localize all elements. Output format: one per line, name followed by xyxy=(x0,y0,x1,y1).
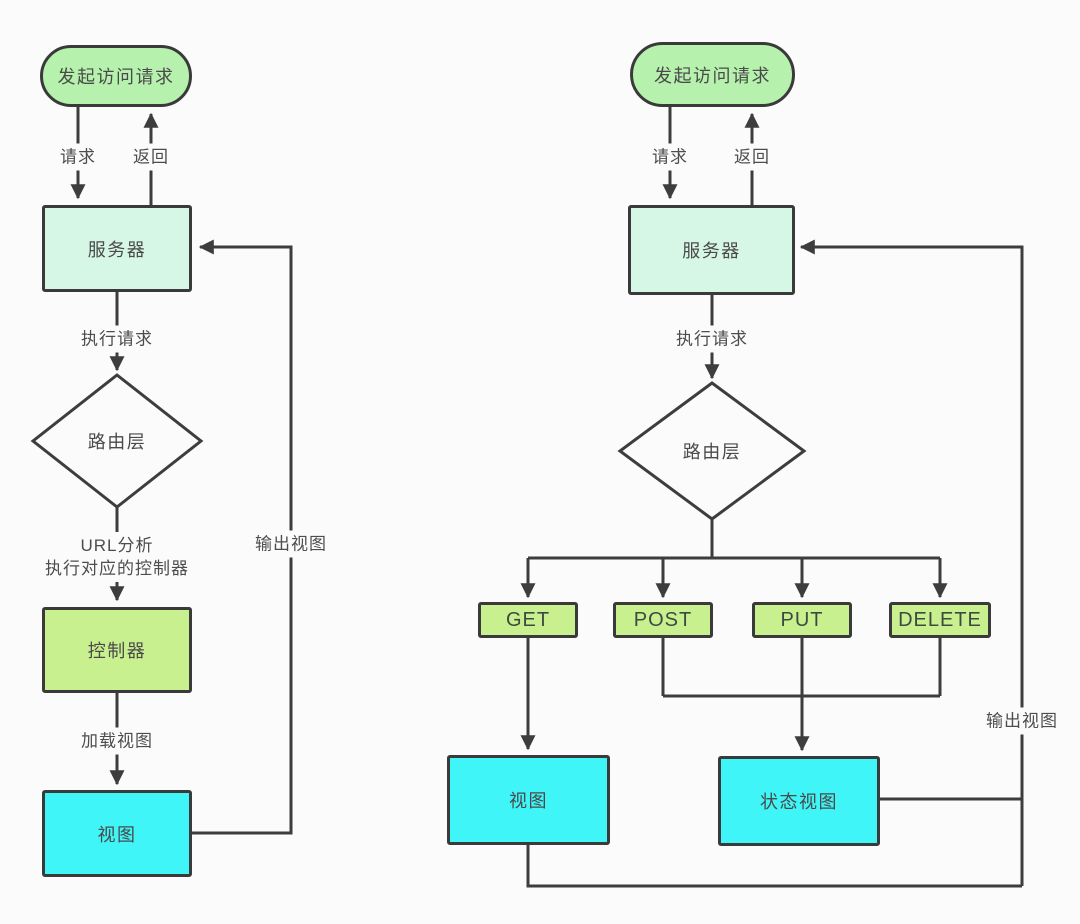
right-edge-label-output-view: 输出视图 xyxy=(981,707,1063,735)
left-edge-label-execute: 执行请求 xyxy=(76,325,158,353)
right-output-view-loop xyxy=(799,239,1024,886)
left-controller-node: 控制器 xyxy=(42,607,192,693)
right-method-put-node: PUT xyxy=(752,602,852,638)
right-edge-label-return: 返回 xyxy=(729,143,775,171)
right-server-node: 服务器 xyxy=(628,205,795,295)
left-edge-label-return: 返回 xyxy=(128,143,174,171)
right-method-post-node: POST xyxy=(613,602,713,638)
left-edge-label-url-line2: 执行对应的控制器 xyxy=(45,559,189,578)
right-status-view-node: 状态视图 xyxy=(718,756,880,846)
right-edge-label-request: 请求 xyxy=(647,143,693,171)
right-start-node: 发起访问请求 xyxy=(630,42,795,107)
right-view-bottom-connector xyxy=(526,845,1022,888)
left-start-node: 发起访问请求 xyxy=(40,45,192,107)
right-view-node: 视图 xyxy=(447,755,610,845)
left-view-node: 视图 xyxy=(42,790,192,877)
right-method-get-node: GET xyxy=(478,602,578,638)
right-router-node-label: 路由层 xyxy=(682,442,742,462)
left-edge-label-url: URL分析 执行对应的控制器 xyxy=(40,532,194,582)
left-edge-label-load-view: 加载视图 xyxy=(76,727,158,755)
left-edge-label-url-line1: URL分析 xyxy=(80,536,154,555)
left-router-node-label: 路由层 xyxy=(87,432,147,452)
right-branch-rail xyxy=(528,519,940,560)
left-edge-label-output-view: 输出视图 xyxy=(250,530,332,558)
right-edge-label-execute: 执行请求 xyxy=(671,325,753,353)
left-server-node: 服务器 xyxy=(42,205,192,292)
right-method-delete-node: DELETE xyxy=(889,602,991,638)
left-edge-label-request: 请求 xyxy=(55,143,101,171)
